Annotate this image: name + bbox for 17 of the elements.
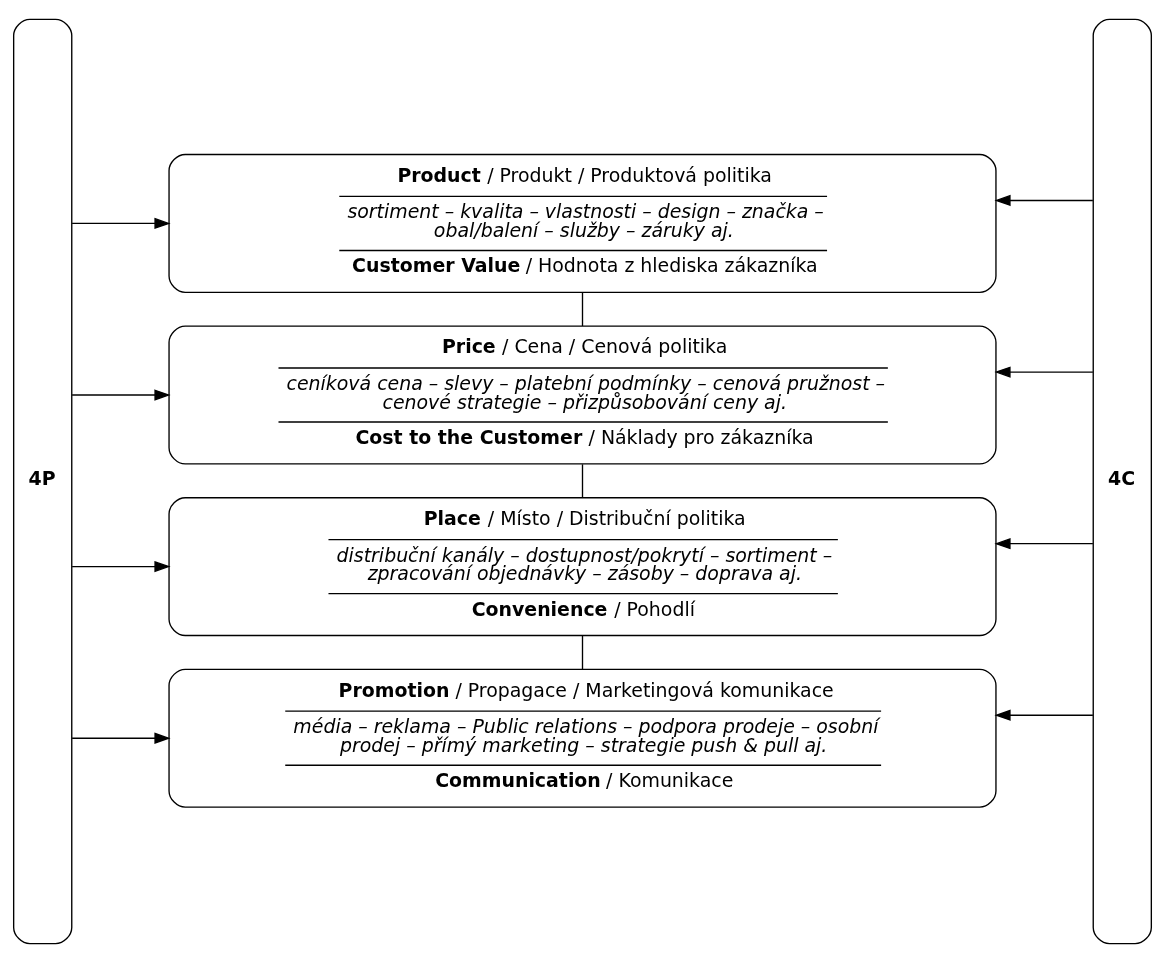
- node-box: Price / Cena / Cenová politika ceníková cena – slevy – platební podmínky – cenová pružnost – cenové strategie – přizpůsobování ceny aj. Cost to the Customer / Náklady pro zákazníka: [168, 325, 997, 465]
- arrow: [71, 389, 171, 401]
- node-box: Product / Produkt / Produktová politika sortiment – kvalita – vlastnosti – design – značka – obal/balení – služby – záruky aj. Customer Value / Hodnota z hlediska zákazníka: [168, 153, 997, 293]
- arrow: [994, 194, 1094, 207]
- node-box: Promotion / Propagace / Marketingová komunikace média – reklama – Public relations – podpora prodeje – osobní prodej – přímý marketing – strategie push & pull aj. Communication / Komunikace: [168, 668, 997, 808]
- arrow: [71, 560, 171, 573]
- node-box: Place / Místo / Distribuční politika distribuční kanály – dostupnost/pokrytí – sortiment – zpracování objednávky – zásoby – doprava aj. Convenience / Pohodlí: [168, 497, 997, 637]
- node-box: 4C: [1092, 18, 1152, 945]
- arrow: [71, 217, 171, 230]
- connector: [581, 292, 584, 327]
- node-box: 4P: [13, 18, 73, 945]
- arrow: [994, 366, 1094, 378]
- arrow: [71, 732, 171, 744]
- arrow: [994, 537, 1094, 550]
- connector: [581, 463, 584, 499]
- arrow: [994, 709, 1094, 721]
- connector: [581, 635, 584, 670]
